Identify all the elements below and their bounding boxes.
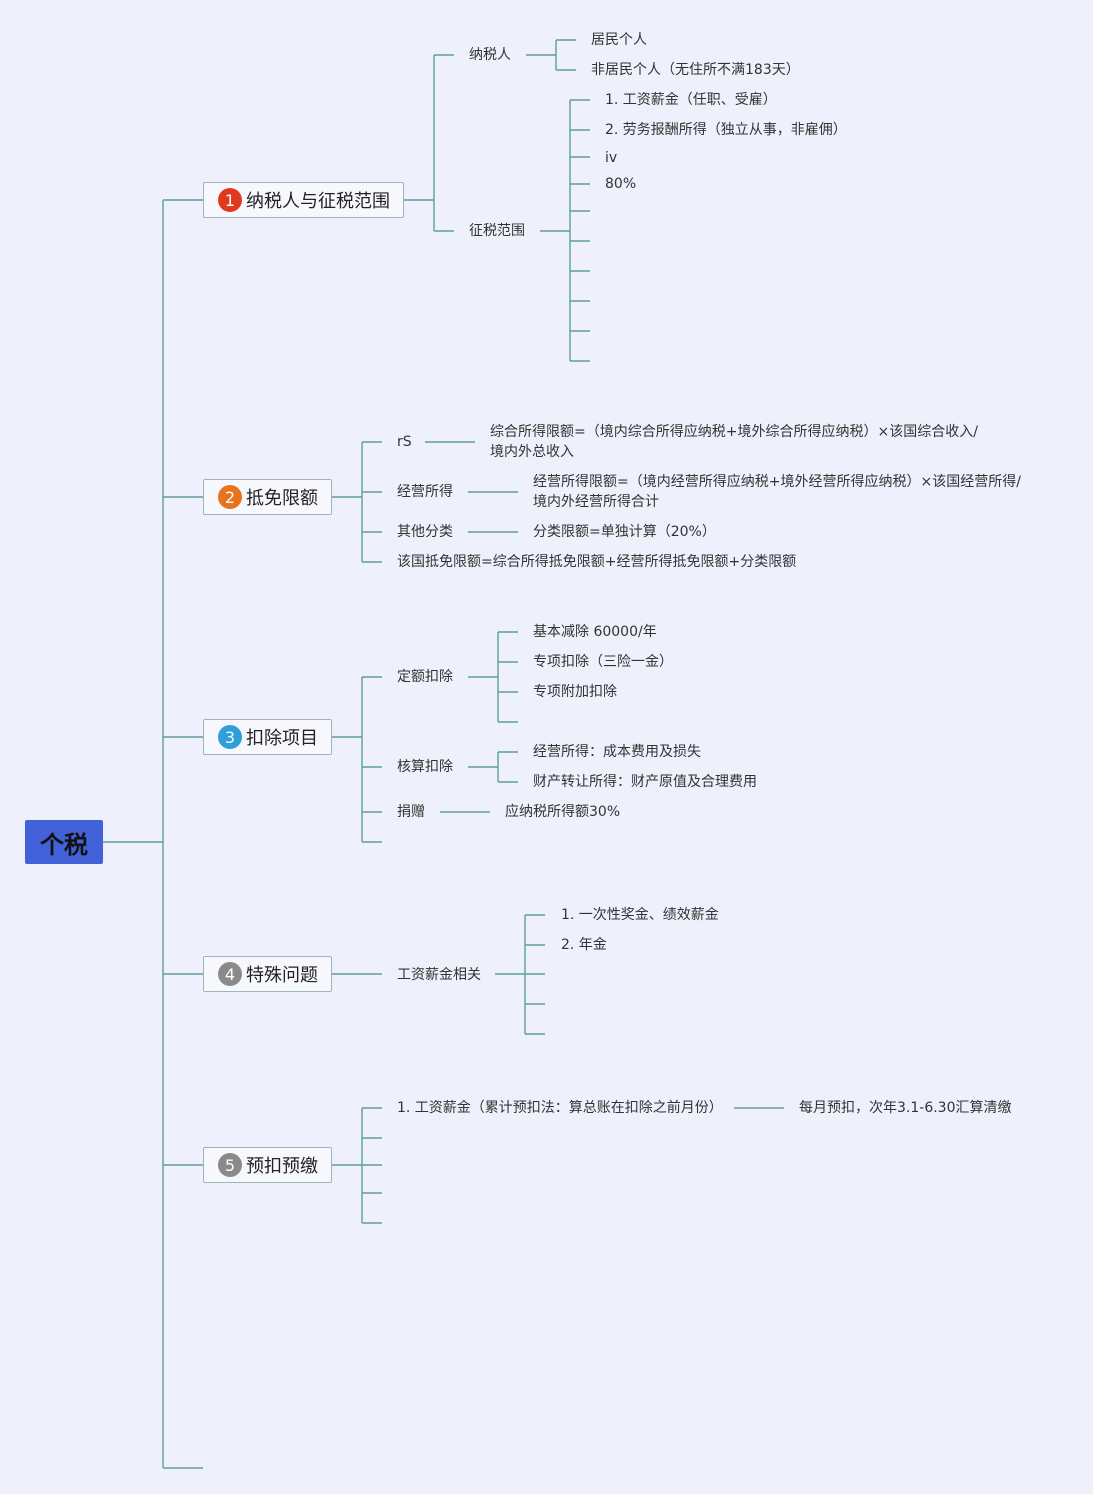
branch-5-node[interactable]: 5 预扣预缴 [203, 1147, 332, 1183]
salary-related-item-1[interactable]: 1. 一次性奖金、绩效薪金 [561, 907, 719, 923]
connector-branch-2 [332, 441, 382, 563]
number-1-icon: 1 [218, 188, 242, 212]
branch-4-label: 特殊问题 [246, 965, 318, 986]
branch-3-node[interactable]: 3 扣除项目 [203, 719, 332, 755]
branch-1-node[interactable]: 1 纳税人与征税范围 [203, 182, 404, 218]
fixed-item-2[interactable]: 专项扣除（三险一金） [533, 654, 673, 670]
salary-related-node[interactable]: 工资薪金相关 [397, 967, 481, 983]
branch-5-label: 预扣预缴 [246, 1156, 318, 1177]
fixed-item-3[interactable]: 专项附加扣除 [533, 684, 617, 700]
connector-branch-1 [404, 54, 454, 232]
branch-2-node[interactable]: 2 抵免限额 [203, 479, 332, 515]
other-node[interactable]: 其他分类 [397, 524, 453, 540]
connector-salary-4 [495, 914, 545, 1035]
number-5-icon: 5 [218, 1153, 242, 1177]
connector-accounting [468, 751, 518, 783]
connector-trunk-branches [163, 199, 203, 1166]
branch-4-node[interactable]: 4 特殊问题 [203, 956, 332, 992]
number-3-icon: 3 [218, 725, 242, 749]
branch-2-label: 抵免限额 [246, 488, 318, 509]
connector-fixed [468, 631, 518, 723]
number-2-icon: 2 [218, 485, 242, 509]
business-node[interactable]: 经营所得 [397, 484, 453, 500]
rs-node[interactable]: rS [397, 434, 412, 450]
accounting-deduction-node[interactable]: 核算扣除 [397, 759, 453, 775]
salary-related-item-2[interactable]: 2. 年金 [561, 937, 607, 953]
withholding-salary-node[interactable]: 1. 工资薪金（累计预扣法：算总账在扣除之前月份） [397, 1100, 723, 1116]
scope-item-1[interactable]: 1. 工资薪金（任职、受雇） [605, 92, 777, 108]
withholding-salary-detail[interactable]: 每月预扣，次年3.1-6.30汇算清缴 [799, 1100, 1012, 1116]
number-4-icon: 4 [218, 962, 242, 986]
donation-node[interactable]: 捐赠 [397, 804, 425, 820]
branch-1-label: 纳税人与征税范围 [246, 191, 390, 212]
connector-trunk [162, 200, 203, 1469]
fixed-deduction-node[interactable]: 定额扣除 [397, 669, 453, 685]
total-limit-node[interactable]: 该国抵免限额=综合所得抵免限额+经营所得抵免限额+分类限额 [397, 554, 797, 570]
donation-detail[interactable]: 应纳税所得额30% [505, 804, 621, 820]
fixed-item-1[interactable]: 基本减除 60000/年 [533, 624, 657, 640]
business-detail[interactable]: 经营所得限额=（境内经营所得应纳税+境外经营所得应纳税）×该国经营所得/境内外经… [533, 474, 1021, 510]
branch-3-label: 扣除项目 [246, 728, 318, 749]
scope-item-3[interactable]: iv [605, 150, 618, 166]
taxpayer-node[interactable]: 纳税人 [469, 47, 511, 63]
scope-item-2[interactable]: 2. 劳务报酬所得（独立从事，非雇佣） [605, 122, 847, 138]
scope-node[interactable]: 征税范围 [469, 223, 525, 239]
connector-scope [540, 99, 590, 362]
accounting-item-1[interactable]: 经营所得：成本费用及损失 [533, 744, 701, 760]
rs-detail[interactable]: 综合所得限额=（境内综合所得应纳税+境外综合所得应纳税）×该国综合收入/境内外总… [490, 424, 978, 460]
other-detail[interactable]: 分类限额=单独计算（20%） [533, 524, 716, 540]
root-node[interactable]: 个税 [25, 820, 103, 864]
root-label: 个税 [40, 830, 88, 859]
taxpayer-nonresident[interactable]: 非居民个人（无住所不满183天） [591, 62, 800, 78]
accounting-item-2[interactable]: 财产转让所得：财产原值及合理费用 [533, 774, 757, 790]
connector-branch-5 [332, 1107, 382, 1224]
taxpayer-resident[interactable]: 居民个人 [591, 32, 647, 48]
scope-item-4[interactable]: 80% [605, 176, 637, 192]
connector-branch-3 [332, 676, 382, 843]
connector-taxpayer [526, 39, 576, 71]
